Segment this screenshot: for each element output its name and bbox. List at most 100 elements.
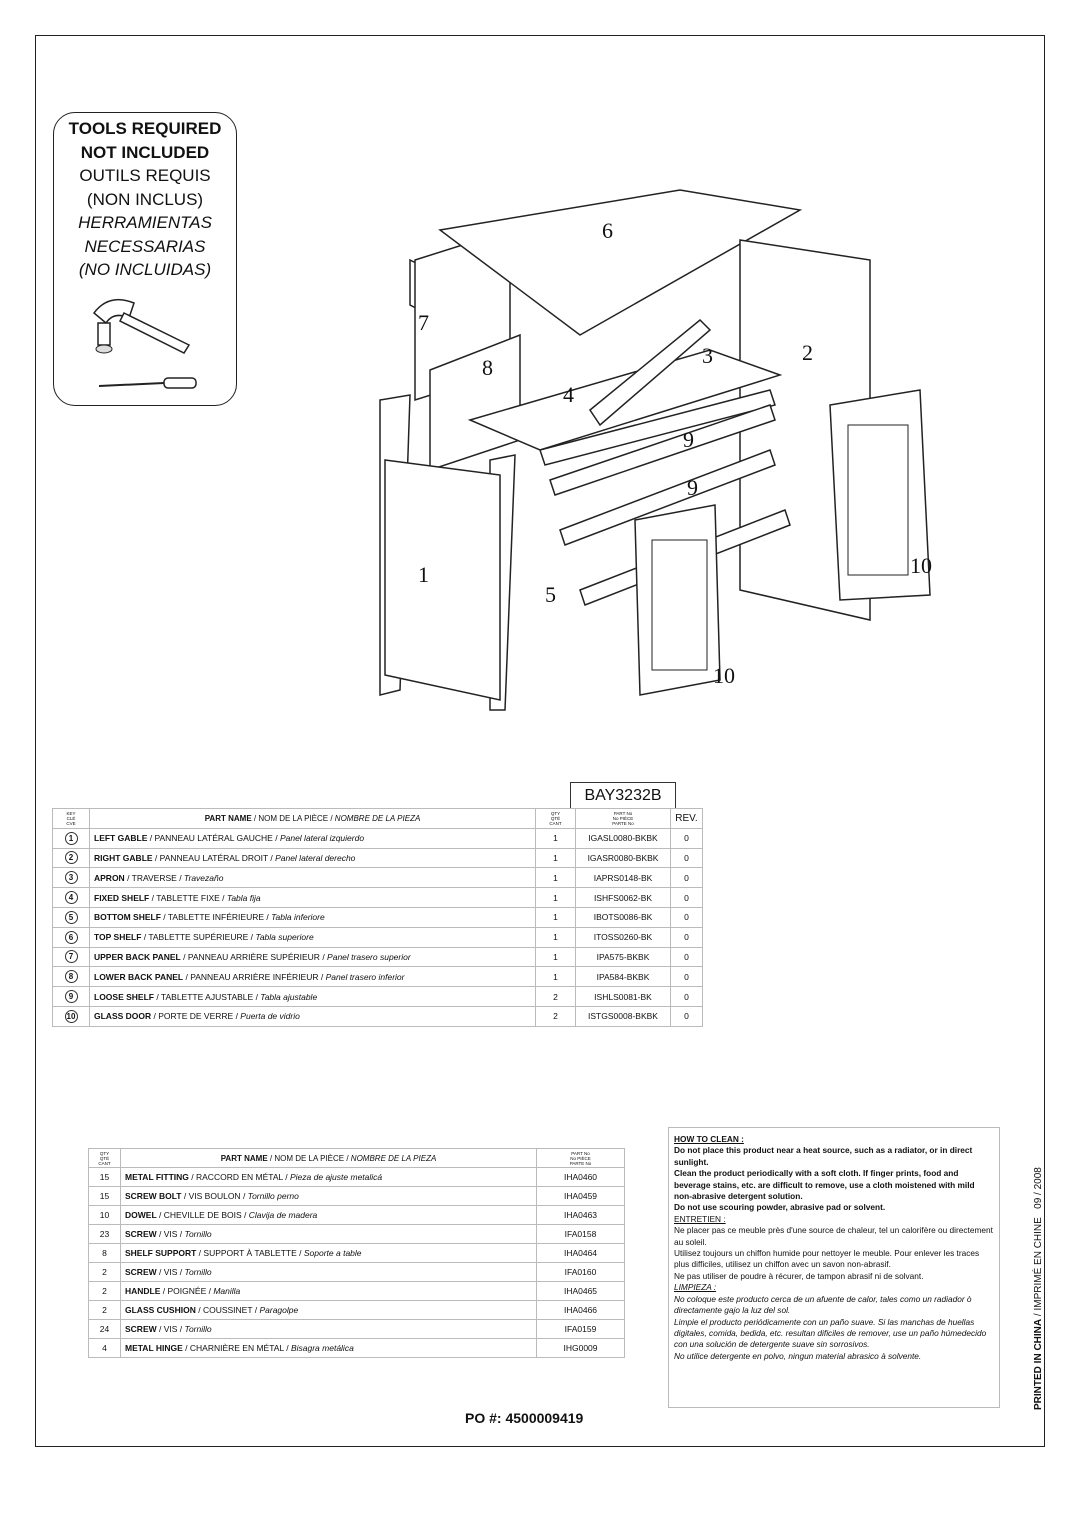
part-label: 9 (683, 427, 694, 452)
table-row: 10 GLASS DOOR / PORTE DE VERRE / Puerta … (52, 1005, 703, 1027)
qty-cell: 24 (88, 1319, 121, 1339)
qty-cell: 2 (535, 986, 576, 1007)
part-no-cell: IBOTS0086-BK (575, 906, 671, 928)
part-name-cell: LOWER BACK PANEL / PANNEAU ARRIÈRE INFÉR… (89, 966, 536, 988)
part-name-cell: FIXED SHELF / TABLETTE FIXE / Tabla fija (89, 887, 536, 908)
part-no-cell: IAPRS0148-BK (575, 867, 671, 889)
model-number: BAY3232B (570, 782, 676, 809)
clean-es-3: No utilice detergente en polvo, ningun m… (674, 1350, 922, 1361)
part-label: 7 (418, 310, 429, 335)
qty-cell: 8 (88, 1243, 121, 1263)
key-circle: 1 (64, 831, 78, 845)
clean-title-en: HOW TO CLEAN : (674, 1134, 744, 1144)
table-row: 3 APRON / TRAVERSE / Travezaño 1 IAPRS01… (52, 867, 703, 889)
part-label: 2 (802, 340, 813, 365)
hammer-screwdriver-icon (92, 298, 197, 389)
key-cell: 8 (52, 966, 90, 988)
part-name-cell: DOWEL / CHEVILLE DE BOIS / Clavija de ma… (120, 1205, 537, 1225)
part-no-cell: IFA0160 (536, 1262, 625, 1282)
rev-cell: 0 (670, 887, 703, 908)
part-name-cell: METAL HINGE / CHARNIÈRE EN MÉTAL / Bisag… (120, 1338, 537, 1358)
exploded-assembly-diagram: 6 7 8 3 2 4 9 9 1 5 10 10 (379, 189, 932, 711)
table-row: 4 METAL HINGE / CHARNIÈRE EN MÉTAL / Bis… (88, 1338, 625, 1358)
table-row: 10 DOWEL / CHEVILLE DE BOIS / Clavija de… (88, 1205, 625, 1225)
part-label: 8 (482, 355, 493, 380)
clean-fr-3: Ne pas utiliser de poudre à récurer, de … (674, 1270, 924, 1281)
rev-cell: 0 (670, 946, 703, 968)
table-row: 23 SCREW / VIS / Tornillo IFA0158 (88, 1224, 625, 1244)
table-row: 7 UPPER BACK PANEL / PANNEAU ARRIÈRE SUP… (52, 946, 703, 968)
tools-line: NECESSARIAS (84, 236, 206, 256)
rev-cell: 0 (670, 906, 703, 928)
tools-line: OUTILS REQUIS (79, 166, 211, 185)
qty-cell: 23 (88, 1224, 121, 1244)
part-label: 10 (713, 663, 735, 688)
tools-line: NOT INCLUDED (80, 142, 210, 162)
clean-en-2: Clean the product periodically with a so… (674, 1168, 975, 1202)
part-name-cell: SHELF SUPPORT / SUPPORT À TABLETTE / Sop… (120, 1243, 537, 1263)
tools-line: TOOLS REQUIRED (68, 119, 222, 138)
part-no-cell: IGASR0080-BKBK (575, 847, 671, 869)
printed-in-china-note: PRINTED IN CHINA / IMPRIMÉ EN CHINE 09 /… (1033, 1167, 1044, 1410)
part-no-cell: IFA0159 (536, 1319, 625, 1339)
rev-cell: 0 (670, 847, 703, 869)
qty-cell: 4 (88, 1338, 121, 1358)
key-circle: 6 (64, 930, 78, 944)
table-row: 2 GLASS CUSHION / COUSSINET / Paragolpe … (88, 1300, 625, 1320)
key-circle: 8 (64, 970, 78, 984)
qty-cell: 2 (88, 1300, 121, 1320)
table-row: 15 SCREW BOLT / VIS BOULON / Tornillo pe… (88, 1186, 625, 1206)
part-label: 5 (545, 582, 556, 607)
part-name-cell: UPPER BACK PANEL / PANNEAU ARRIÈRE SUPÉR… (89, 946, 536, 968)
tools-line: (NON INCLUS) (86, 189, 204, 209)
part-name-header: PART NAME / NOM DE LA PIÈCE / NOMBRE DE … (89, 808, 536, 829)
part-name-cell: METAL FITTING / RACCORD EN MÉTAL / Pieza… (120, 1167, 537, 1187)
part-no-cell: IPA575-BKBK (575, 946, 671, 968)
qty-cell: 10 (88, 1205, 121, 1225)
table-row: 24 SCREW / VIS / Tornillo IFA0159 (88, 1319, 625, 1339)
clean-fr-2: Utilisez toujours un chiffon humide pour… (674, 1248, 980, 1270)
qty-cell: 1 (535, 966, 576, 988)
qty-cell: 1 (535, 946, 576, 968)
clean-fr-1: Ne placer pas ce meuble près d'une sourc… (674, 1225, 993, 1247)
qty-cell: 1 (535, 827, 576, 849)
qty-cell: 15 (88, 1186, 121, 1206)
qty-cell: 1 (535, 847, 576, 869)
table-row: 6 TOP SHELF / TABLETTE SUPÉRIEURE / Tabl… (52, 926, 703, 948)
key-cell: 1 (52, 827, 90, 849)
key-cell: 9 (52, 986, 90, 1007)
page-border (35, 35, 1045, 1447)
table-row: 2 HANDLE / POIGNÉE / Manilla IHA0465 (88, 1281, 625, 1301)
part-no-cell: IPA584-BKBK (575, 966, 671, 988)
part-no-cell: IHA0464 (536, 1243, 625, 1263)
qty-cell: 2 (535, 1005, 576, 1027)
rev-cell: 0 (670, 867, 703, 889)
part-name-header: PART NAME / NOM DE LA PIÈCE / NOMBRE DE … (120, 1148, 537, 1168)
key-circle: 7 (64, 950, 78, 964)
part-name-cell: SCREW / VIS / Tornillo (120, 1319, 537, 1339)
key-cell: 2 (52, 847, 90, 869)
table-row: 1 LEFT GABLE / PANNEAU LATÉRAL GAUCHE / … (52, 827, 703, 849)
part-name-cell: GLASS CUSHION / COUSSINET / Paragolpe (120, 1300, 537, 1320)
part-name-cell: SCREW BOLT / VIS BOULON / Tornillo perno (120, 1186, 537, 1206)
part-no-cell: IHA0460 (536, 1167, 625, 1187)
part-no-cell: IHA0465 (536, 1281, 625, 1301)
qty-cell: 2 (88, 1281, 121, 1301)
cleaning-instructions: HOW TO CLEAN : Do not place this product… (668, 1127, 1000, 1408)
part-name-cell: GLASS DOOR / PORTE DE VERRE / Puerta de … (89, 1005, 536, 1027)
key-circle: 5 (64, 910, 78, 924)
part-name-cell: APRON / TRAVERSE / Travezaño (89, 867, 536, 889)
key-cell: 7 (52, 946, 90, 968)
key-circle: 3 (64, 871, 78, 885)
tools-required-box: TOOLS REQUIRED NOT INCLUDED OUTILS REQUI… (53, 112, 237, 406)
part-label: 4 (563, 382, 574, 407)
key-circle: 9 (64, 990, 78, 1004)
qty-cell: 1 (535, 887, 576, 908)
part-label: 9 (687, 475, 698, 500)
part-name-cell: RIGHT GABLE / PANNEAU LATÉRAL DROIT / Pa… (89, 847, 536, 869)
part-no-cell: ITOSS0260-BK (575, 926, 671, 948)
